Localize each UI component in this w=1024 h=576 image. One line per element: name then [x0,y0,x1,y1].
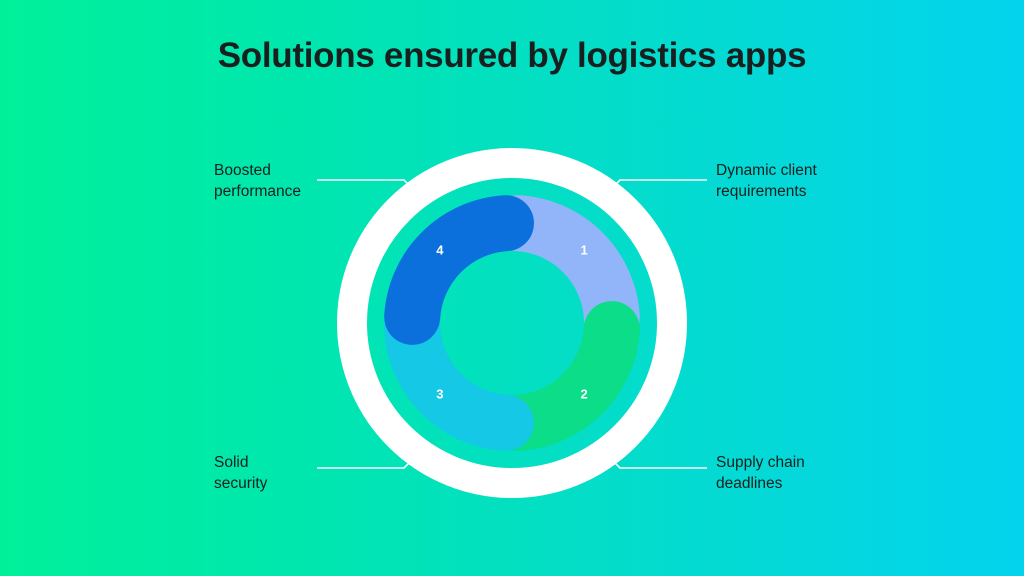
donut-chart: 1 2 3 4 [337,148,687,498]
donut-segment-4-number: 4 [436,242,444,257]
callout-label-supply-chain-deadlines: Supply chain deadlines [716,454,805,492]
donut-segment-3-number: 3 [436,387,443,402]
donut-segment-4-arc[interactable] [384,195,640,451]
donut-segment-1-number: 1 [580,242,587,257]
callout-label-dynamic-client-requirements: Dynamic client requirements [716,162,817,200]
page-title: Solutions ensured by logistics apps [217,36,807,75]
donut-segment-2-number: 2 [580,387,587,402]
donut-outer-ring [337,148,687,498]
donut-chart-svg: 1 2 3 4 [337,148,687,498]
callout-label-solid-security: Solid security [214,454,268,492]
callout-label-boosted-performance: Boosted performance [214,162,302,200]
